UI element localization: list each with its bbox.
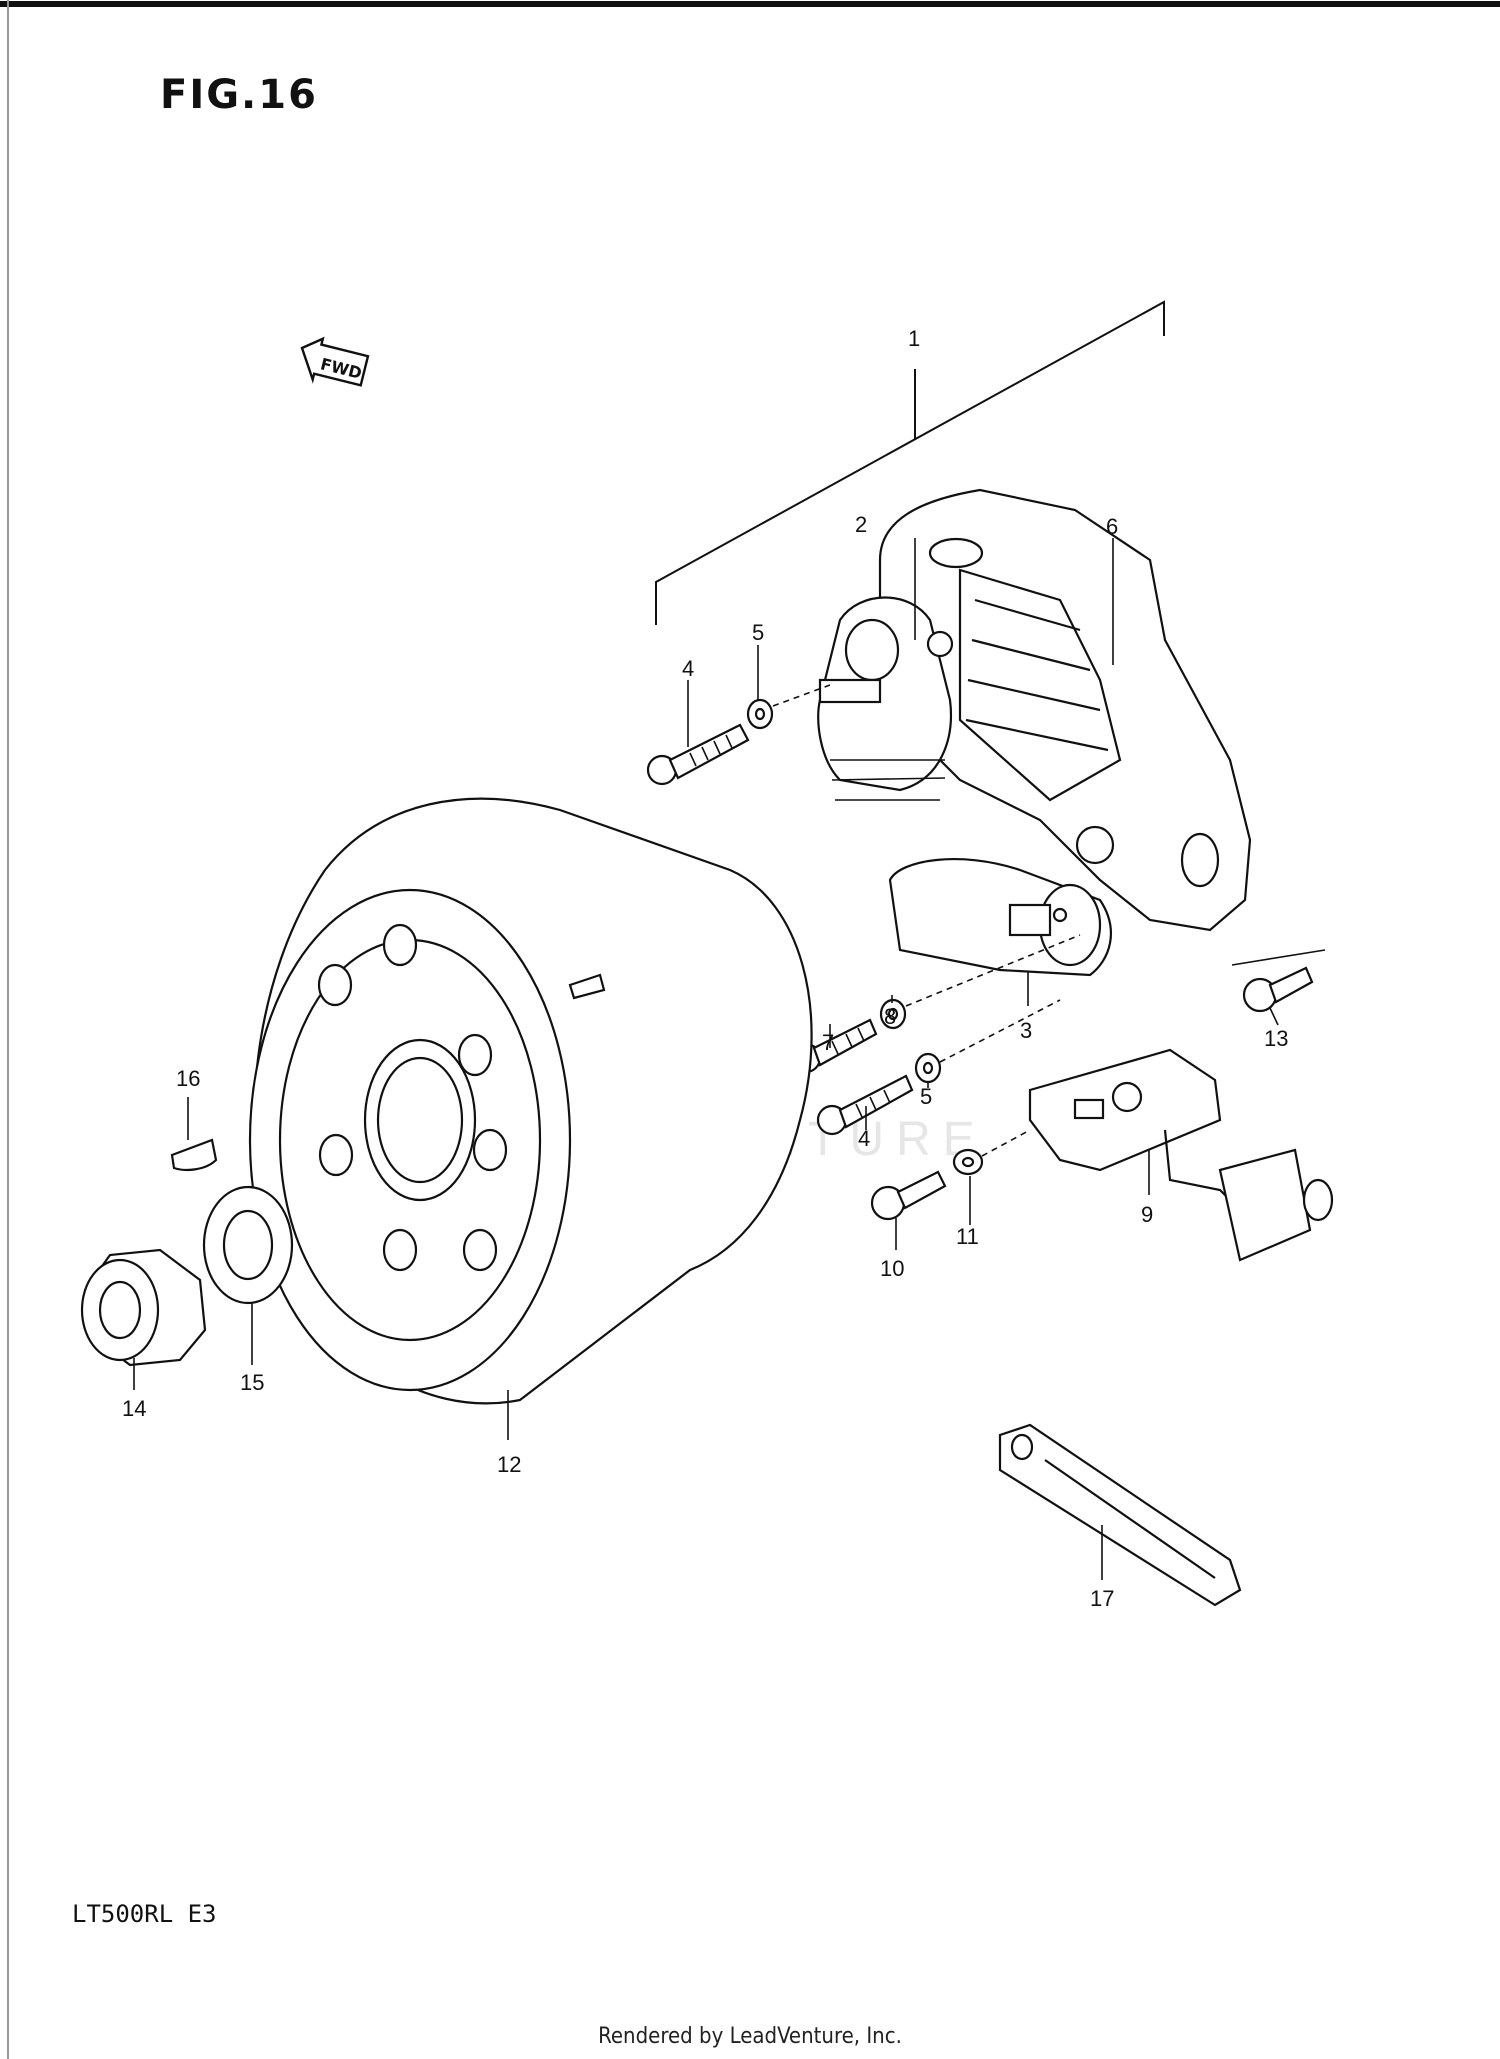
washer-11 (952, 1148, 984, 1176)
model-code: LT500RL E3 (72, 1900, 217, 1928)
washer-8 (879, 998, 907, 1030)
pulser-coil (888, 825, 1115, 977)
woodruff-key-16 (170, 1138, 218, 1171)
figure-title: FIG.16 (160, 72, 318, 118)
callout-3: 3 (1020, 1018, 1032, 1043)
callout-16: 16 (176, 1066, 200, 1091)
callout-leaders (133, 538, 1279, 1580)
washer-5-lower (914, 1052, 942, 1084)
assembly-bracket (655, 300, 1165, 625)
callout-5-upper: 5 (752, 620, 764, 645)
screw-4-lower (816, 1074, 914, 1136)
fwd-arrow-icon: FWD (300, 336, 370, 387)
callout-13: 13 (1264, 1026, 1288, 1051)
flywheel-rotor (248, 797, 813, 1405)
callout-9: 9 (1141, 1202, 1153, 1227)
screw-4-upper (646, 723, 750, 786)
washer-5-upper (746, 698, 774, 730)
charging-coil (958, 568, 1122, 802)
callout-15: 15 (240, 1370, 264, 1395)
callout-2: 2 (855, 512, 867, 537)
callout-12: 12 (497, 1452, 521, 1477)
callout-10: 10 (880, 1256, 904, 1281)
leader-dash-3 (939, 999, 1061, 1063)
leader-dash-4 (981, 1129, 1031, 1157)
callout-17: 17 (1090, 1586, 1114, 1611)
washer-15 (202, 1185, 294, 1305)
callout-8: 8 (884, 1004, 896, 1029)
footer-credit: Rendered by LeadVenture, Inc. (598, 2024, 902, 2049)
callout-4-upper: 4 (682, 656, 694, 681)
exciter-coil (817, 596, 954, 801)
nut-14 (80, 1248, 207, 1367)
screw-10 (870, 1170, 947, 1221)
callout-4-lower: 4 (858, 1126, 870, 1151)
callout-11: 11 (956, 1224, 979, 1249)
sensor-bracket (1028, 1048, 1334, 1262)
callout-14: 14 (122, 1396, 146, 1421)
clamp-17 (998, 1423, 1242, 1607)
screw-13 (1231, 949, 1326, 1013)
leader-dash-2 (905, 934, 1081, 1007)
callout-1: 1 (908, 326, 920, 351)
callout-5-lower: 5 (920, 1084, 932, 1109)
callout-6: 6 (1106, 514, 1118, 539)
callout-7: 7 (822, 1030, 834, 1055)
